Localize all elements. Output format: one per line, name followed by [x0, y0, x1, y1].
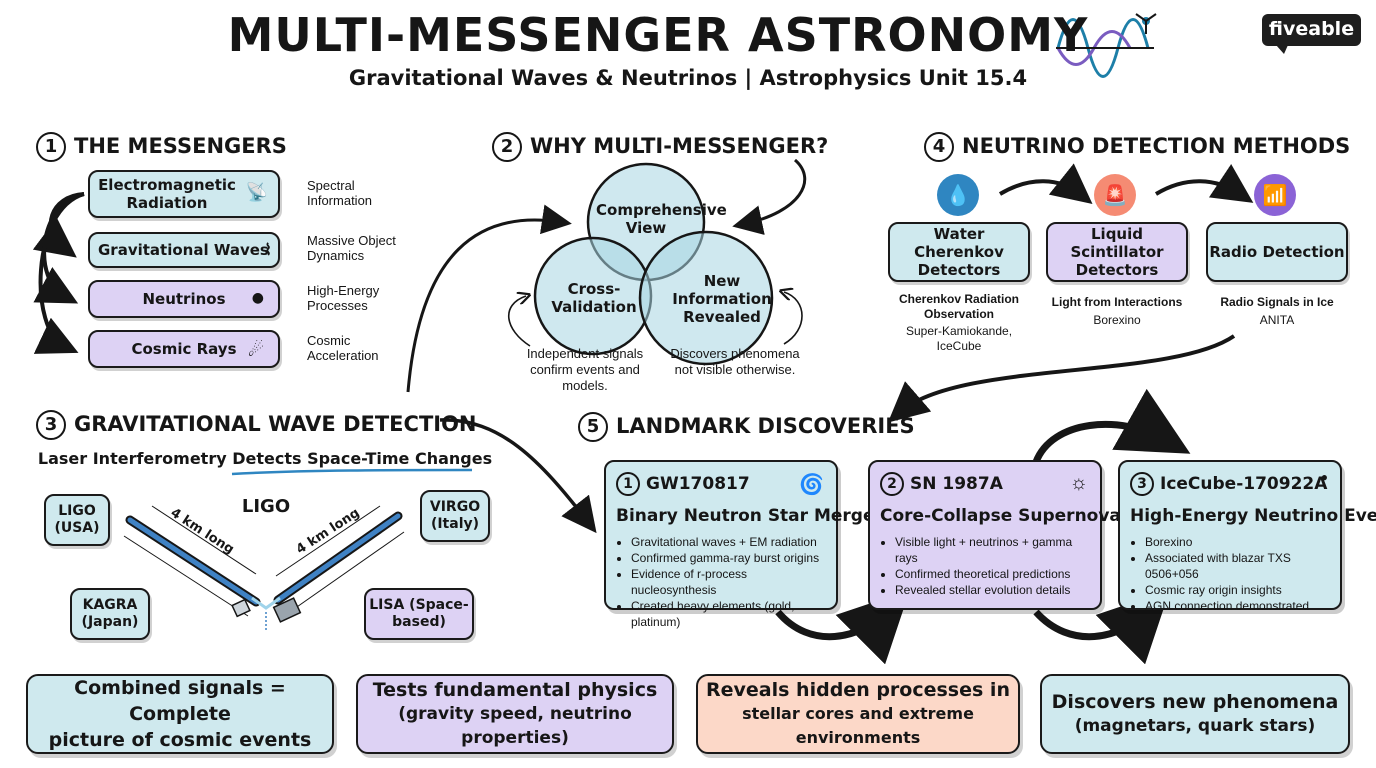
detector-virgo: VIRGO (Italy) [420, 490, 490, 542]
venn-cross-validation: Cross-Validation [551, 280, 637, 316]
venn-new-information: New Information Revealed [672, 272, 772, 326]
wave-logo-icon [1056, 13, 1157, 78]
venn-comprehensive-view: Comprehensive View [596, 201, 727, 237]
method-example-water: Super-Kamiokande, IceCube [905, 324, 1013, 353]
messenger-note-em: Spectral Information [307, 178, 373, 208]
messenger-note-neutrinos: High-Energy Processes [307, 283, 380, 313]
detector-lisa: LISA (Space-based) [364, 588, 474, 640]
particle-icon: ● [251, 290, 264, 306]
messenger-note-gw: Massive Object Dynamics [307, 233, 396, 263]
radio-signal-icon: 📶 [1254, 174, 1296, 216]
alarm-light-icon: 🚨 [1094, 174, 1136, 216]
discovery-card-sn1987a: 2SN 1987A ☼ Core-Collapse Supernova Visi… [868, 460, 1121, 610]
messenger-note-cosmic-rays: Cosmic Acceleration [307, 333, 379, 363]
messenger-electromagnetic: Electromagnetic Radiation 📡 [88, 170, 280, 218]
waveform-icon: ⌇ [264, 240, 272, 259]
method-example-scintillator: Borexino [1093, 313, 1141, 327]
detector-ligo: LIGO (USA) [44, 494, 110, 546]
summary-new-phenomena: Discovers new phenomena(magnetars, quark… [1040, 674, 1350, 754]
merger-icon: 🌀 [799, 474, 824, 496]
gw-subheading: Laser Interferometry Detects Space-Time … [37, 449, 493, 468]
method-example-radio: ANITA [1259, 313, 1295, 327]
method-radio-detection: Radio Detection [1206, 222, 1348, 282]
fiveable-logo: fiveable [1262, 14, 1361, 54]
venn-right-note: Discovers phenomena not visible otherwis… [670, 346, 800, 377]
method-water-cherenkov: Water Cherenkov Detectors [888, 222, 1030, 282]
venn-left-note: Independent signals confirm events and m… [526, 346, 644, 393]
messenger-neutrinos: Neutrinos ● [88, 280, 280, 318]
method-caption-water: Cherenkov Radiation Observation [898, 292, 1020, 321]
method-caption-scintillator: Light from Interactions [1051, 295, 1183, 309]
page-subtitle: Gravitational Waves & Neutrinos | Astrop… [348, 66, 1028, 90]
water-drop-icon: 💧 [937, 174, 979, 216]
summary-fundamental-physics: Tests fundamental physics(gravity speed,… [356, 674, 674, 754]
page-title: MULTI-MESSENGER ASTRONOMY [227, 8, 1089, 62]
discovery-bullets: Borexino Associated with blazar TXS 0506… [1130, 534, 1330, 614]
method-caption-radio: Radio Signals in Ice [1220, 295, 1334, 309]
discovery-subtitle: Binary Neutron Star Merger [616, 506, 883, 526]
sun-icon: ☼ [1069, 472, 1088, 494]
interferometer-diagram [123, 505, 405, 630]
ray-icon: ☄ [247, 340, 264, 361]
antenna-icon: 📡 [245, 182, 268, 203]
messenger-gravitational-waves: Gravitational Waves ⌇ [88, 232, 280, 268]
discovery-bullets: Gravitational waves + EM radiation Confi… [616, 534, 826, 630]
particle-icon: ● [1320, 470, 1328, 484]
discovery-bullets: Visible light + neutrinos + gamma rays C… [880, 534, 1090, 598]
messenger-arrows [32, 192, 85, 354]
messenger-cosmic-rays: Cosmic Rays ☄ [88, 330, 280, 368]
venn-diagram [533, 162, 774, 366]
discovery-subtitle: High-Energy Neutrino Event [1130, 506, 1376, 526]
discovery-subtitle: Core-Collapse Supernova [880, 506, 1121, 526]
detector-kagra: KAGRA (Japan) [70, 588, 150, 640]
method-liquid-scintillator: Liquid Scintillator Detectors [1046, 222, 1188, 282]
ligo-center-label: LIGO [241, 496, 291, 517]
